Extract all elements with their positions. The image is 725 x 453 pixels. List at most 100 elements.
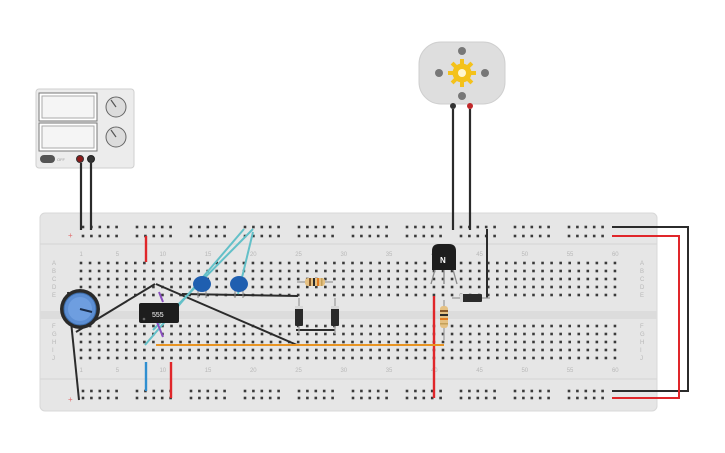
hole-H38[interactable] — [414, 340, 418, 344]
rail-hole-bottom-0-39[interactable] — [493, 389, 496, 393]
hole-A13[interactable] — [188, 261, 191, 265]
hole-J56[interactable] — [577, 356, 581, 360]
rail-hole-bottom-0-0[interactable] — [81, 389, 85, 393]
hole-F38[interactable] — [414, 324, 418, 328]
hole-I7[interactable] — [134, 348, 137, 352]
rail-hole-bottom-1-49[interactable] — [601, 396, 604, 400]
hole-H3[interactable] — [97, 340, 101, 344]
rail-hole-top-0-28[interactable] — [376, 225, 380, 229]
rail-hole-top-1-5[interactable] — [135, 234, 139, 238]
rail-hole-top-0-48[interactable] — [592, 225, 596, 229]
rail-hole-top-0-7[interactable] — [152, 225, 156, 229]
motor-terminal-red[interactable] — [467, 103, 473, 109]
hole-D58[interactable] — [595, 285, 599, 289]
hole-I4[interactable] — [106, 348, 110, 352]
rail-hole-bottom-1-45[interactable] — [567, 396, 571, 400]
rail-hole-top-1-32[interactable] — [422, 234, 426, 238]
rail-hole-top-0-5[interactable] — [135, 225, 139, 229]
rail-hole-bottom-1-22[interactable] — [314, 396, 318, 400]
hole-H53[interactable] — [550, 340, 553, 344]
rail-hole-bottom-0-18[interactable] — [268, 389, 272, 393]
rail-hole-bottom-0-42[interactable] — [530, 389, 534, 393]
hole-H20[interactable] — [251, 340, 255, 344]
hole-F34[interactable] — [378, 324, 381, 328]
rail-hole-top-1-0[interactable] — [81, 234, 85, 238]
hole-B31[interactable] — [351, 269, 354, 273]
hole-B39[interactable] — [423, 269, 427, 273]
rail-hole-bottom-1-33[interactable] — [430, 396, 434, 400]
rail-hole-bottom-1-40[interactable] — [513, 396, 517, 400]
rail-hole-bottom-1-38[interactable] — [484, 396, 488, 400]
hole-G55[interactable] — [568, 332, 571, 336]
hole-D6[interactable] — [124, 285, 128, 289]
power-supply[interactable]: OFF — [35, 88, 135, 169]
hole-E36[interactable] — [396, 293, 400, 297]
hole-I45[interactable] — [477, 348, 481, 352]
hole-G21[interactable] — [260, 332, 264, 336]
hole-H48[interactable] — [505, 340, 508, 344]
hole-D60[interactable] — [613, 285, 617, 289]
hole-I43[interactable] — [459, 348, 463, 352]
hole-C29[interactable] — [333, 277, 336, 281]
hole-B5[interactable] — [115, 269, 119, 273]
rail-hole-top-1-48[interactable] — [592, 234, 596, 238]
hole-A5[interactable] — [115, 261, 119, 265]
hole-A44[interactable] — [468, 261, 472, 265]
hole-E31[interactable] — [351, 293, 354, 297]
hole-C12[interactable] — [179, 277, 182, 281]
hole-I54[interactable] — [559, 348, 562, 352]
hole-G52[interactable] — [541, 332, 544, 336]
hole-D48[interactable] — [505, 285, 508, 289]
rail-hole-bottom-0-14[interactable] — [223, 389, 226, 393]
hole-F58[interactable] — [595, 324, 599, 328]
hole-G59[interactable] — [604, 332, 608, 336]
hole-H34[interactable] — [378, 340, 381, 344]
hole-I48[interactable] — [505, 348, 508, 352]
hole-F9[interactable] — [152, 324, 155, 328]
hole-C1[interactable] — [79, 277, 83, 281]
hole-B41[interactable] — [441, 269, 445, 273]
rail-hole-bottom-0-48[interactable] — [592, 389, 596, 393]
hole-D12[interactable] — [179, 285, 182, 289]
hole-G15[interactable] — [206, 332, 209, 336]
rail-hole-top-0-14[interactable] — [223, 225, 226, 229]
rail-hole-bottom-1-12[interactable] — [206, 396, 210, 400]
hole-I28[interactable] — [324, 348, 327, 352]
hole-D56[interactable] — [577, 285, 581, 289]
hole-G45[interactable] — [477, 332, 481, 336]
rail-hole-top-0-25[interactable] — [351, 225, 355, 229]
hole-B53[interactable] — [550, 269, 553, 273]
hole-C4[interactable] — [106, 277, 110, 281]
hole-G39[interactable] — [423, 332, 427, 336]
hole-A35[interactable] — [387, 261, 390, 265]
rail-hole-bottom-1-14[interactable] — [223, 396, 226, 400]
hole-J13[interactable] — [188, 356, 191, 360]
hole-D32[interactable] — [360, 285, 363, 289]
hole-F12[interactable] — [179, 324, 182, 328]
rail-hole-top-0-45[interactable] — [567, 225, 571, 229]
hole-J15[interactable] — [206, 356, 209, 360]
hole-J2[interactable] — [88, 356, 92, 360]
rail-hole-top-1-21[interactable] — [306, 234, 309, 238]
hole-H10[interactable] — [161, 340, 164, 344]
hole-I47[interactable] — [496, 348, 499, 352]
rail-hole-top-1-7[interactable] — [152, 234, 156, 238]
rail-hole-top-1-46[interactable] — [576, 234, 579, 238]
hole-B9[interactable] — [152, 269, 155, 273]
hole-J26[interactable] — [305, 356, 309, 360]
hole-B4[interactable] — [106, 269, 110, 273]
hole-C38[interactable] — [414, 277, 418, 281]
hole-B28[interactable] — [324, 269, 327, 273]
hole-G50[interactable] — [523, 332, 526, 336]
hole-I17[interactable] — [224, 348, 228, 352]
hole-I37[interactable] — [405, 348, 409, 352]
hole-J31[interactable] — [351, 356, 354, 360]
hole-E52[interactable] — [541, 293, 544, 297]
hole-J53[interactable] — [550, 356, 553, 360]
hole-H36[interactable] — [396, 340, 400, 344]
hole-I33[interactable] — [369, 348, 372, 352]
hole-J6[interactable] — [124, 356, 128, 360]
rail-hole-top-1-23[interactable] — [322, 234, 326, 238]
rail-hole-top-0-20[interactable] — [297, 225, 301, 229]
rail-hole-top-1-1[interactable] — [90, 234, 93, 238]
